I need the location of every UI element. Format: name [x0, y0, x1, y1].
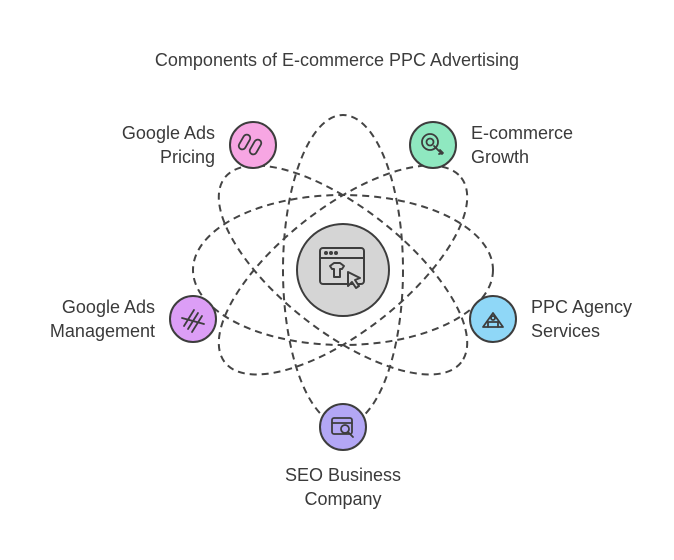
label-line-2: Growth [471, 147, 530, 167]
label-line-2: Management [49, 321, 155, 341]
center-circle [296, 223, 390, 317]
node-circle [469, 295, 517, 343]
label-line-2: Pricing [159, 147, 215, 167]
center-node [296, 223, 390, 317]
label-line-1: Google Ads [61, 297, 155, 317]
label-line-1: Google Ads [121, 123, 215, 143]
node-circle [319, 403, 367, 451]
orbit-ring-diagonal-b [217, 164, 469, 376]
node-ecommerce-growth[interactable] [409, 121, 457, 169]
label-google-ads-management: Google Ads Management [50, 295, 155, 343]
label-line-1: E-commerce [471, 123, 574, 143]
node-google-ads-pricing[interactable] [229, 121, 277, 169]
label-seo-business-company: SEO Business Company [243, 463, 443, 511]
label-google-ads-pricing: Google Ads Pricing [122, 121, 215, 169]
label-line-2: Services [531, 321, 601, 341]
label-line-1: SEO Business [284, 465, 402, 485]
label-ppc-agency-services: PPC Agency Services [531, 295, 632, 343]
label-ecommerce-growth: E-commerce Growth [471, 121, 573, 169]
node-circle [169, 295, 217, 343]
ads-manage-icon [181, 309, 205, 333]
orbit-rings [192, 114, 494, 426]
page-title: Components of E-commerce PPC Advertising [154, 50, 520, 70]
seo-search-icon [331, 417, 354, 438]
coins-icon [237, 133, 263, 156]
orbit-ring-vertical [282, 114, 404, 426]
orbit-ring-diagonal-a [217, 164, 469, 376]
agency-icon [482, 312, 504, 328]
node-seo-business-company[interactable] [319, 403, 367, 451]
label-line-2: Company [304, 489, 382, 509]
node-ppc-agency-services[interactable] [469, 295, 517, 343]
node-google-ads-management[interactable] [169, 295, 217, 343]
label-line-1: PPC Agency [531, 297, 633, 317]
growth-target-icon [421, 133, 444, 155]
online-shop-browser-icon [319, 247, 365, 289]
